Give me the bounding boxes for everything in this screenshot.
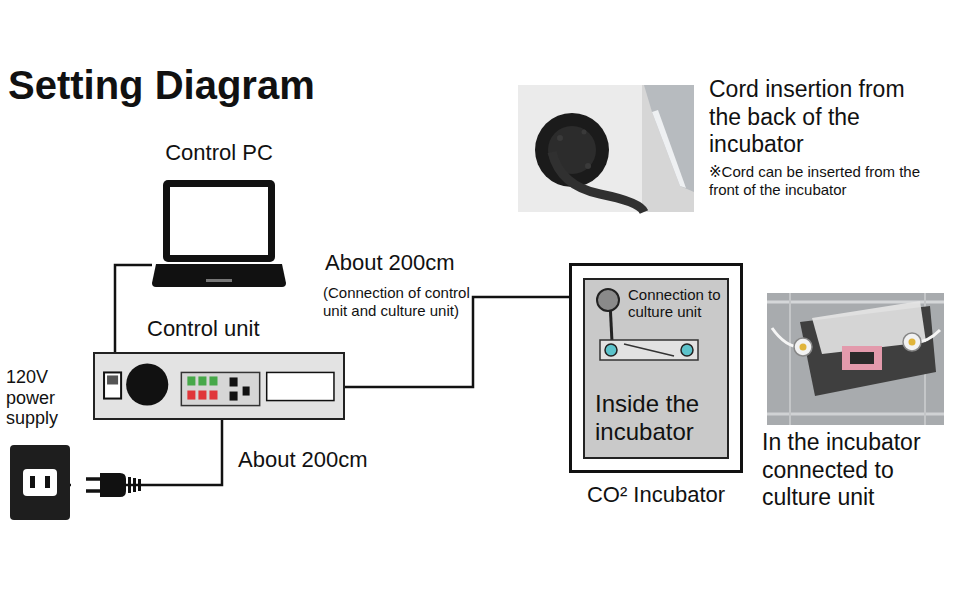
connector-cable [115,265,152,352]
cord-photo [518,85,694,212]
power-plug [71,472,141,499]
incubator-interior: Inside the incubator Connection to cultur… [583,278,729,459]
node-heading: Control unit [147,316,260,341]
culture-unit-photo [767,293,944,425]
node-label: Connection to culture unit [628,286,722,321]
laptop-node: Control PC [152,180,286,288]
diagram-title: Setting Diagram [8,62,315,108]
photo-caption: Cord insertion from the back of the incu… [709,76,921,159]
node-label: Inside the incubator [595,390,723,445]
node-heading: CO² Incubator [559,482,753,507]
control-unit-box: Control unit [93,352,345,420]
control-unit-panel [95,354,343,418]
laptop-icon [152,180,286,288]
node-heading: 120V power supply [6,367,84,429]
node-heading: Control PC [144,140,294,165]
cable-length-label: About 200cm [323,250,457,275]
photo-caption: In the incubator connected to culture un… [762,429,954,512]
power-outlet: 120V power supply [10,445,70,520]
incubator-box: CO² IncubatorInside the incubatorConnect… [569,263,743,473]
cable-length-label: About 200cm [236,447,370,472]
wall-outlet [10,445,70,520]
photo-note: ※Cord can be inserted from the front of … [709,163,921,199]
edge-note: (Connection of control unit and culture … [323,284,471,320]
culture-unit-connection: Connection to culture unit [592,284,728,366]
